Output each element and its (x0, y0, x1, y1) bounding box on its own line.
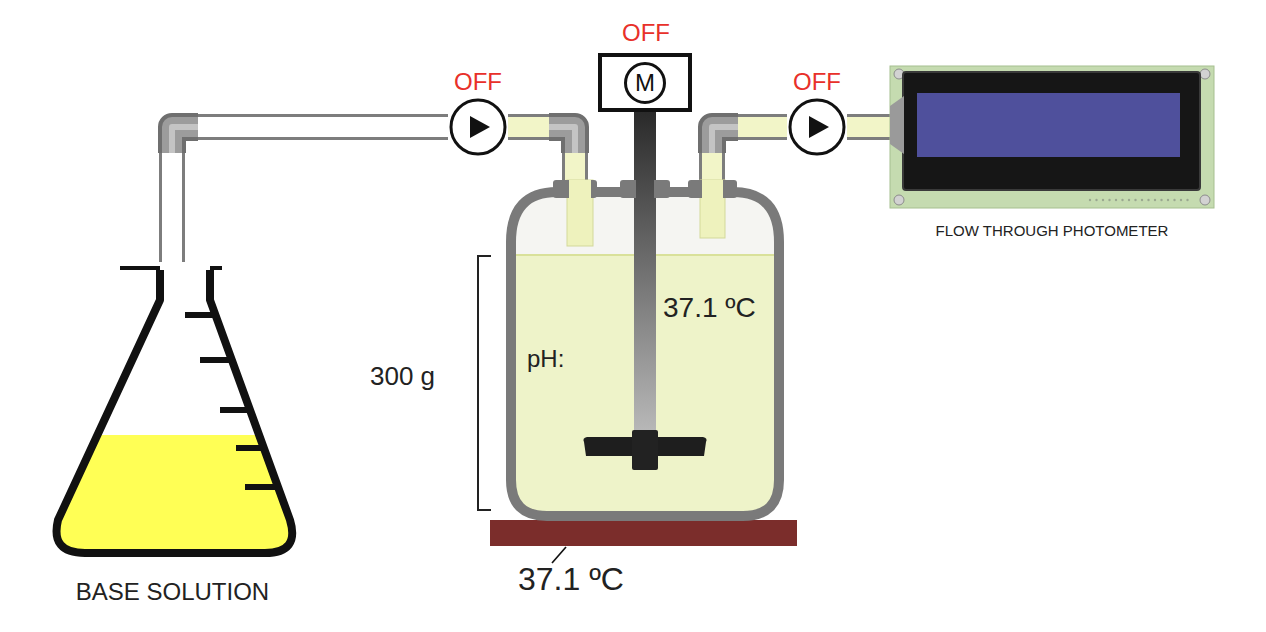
mount-hole (1200, 195, 1210, 205)
graduation-mark (236, 445, 264, 451)
pipe-wall (712, 127, 787, 180)
graduation-mark (220, 407, 250, 413)
flask: BASE SOLUTION (40, 262, 305, 612)
pin-dot (1089, 199, 1091, 201)
stirrer-shaft (634, 180, 656, 470)
pin-dot (1141, 199, 1143, 201)
pump: OFF (787, 66, 847, 156)
display-frame (903, 72, 1200, 190)
pin-dot (1186, 199, 1188, 201)
stirrer-motor: OFF M (596, 14, 696, 114)
reaction-vessel: 37.1 ºC pH: (505, 180, 785, 522)
pin-dot (1108, 199, 1110, 201)
inlet-port (890, 96, 904, 154)
outlet-tube (700, 180, 725, 238)
pipe-elbow (712, 127, 738, 153)
photometer-label: FLOW THROUGH PHOTOMETER (890, 222, 1214, 239)
pipe-wall (508, 127, 575, 180)
status-label: OFF (448, 68, 508, 96)
heater-temperature: 37.1 ºC (518, 561, 624, 598)
pump-arrow (470, 116, 490, 138)
flask-label: BASE SOLUTION (40, 578, 305, 606)
mass-label: 300 g (370, 362, 435, 392)
pipe-elbow (172, 127, 198, 153)
pin-dot (1160, 199, 1162, 201)
photometer: FLOW THROUGH PHOTOMETER (890, 66, 1214, 246)
vessel-port (688, 180, 737, 198)
pipe-wall (172, 127, 448, 262)
inlet-tube (569, 180, 591, 198)
outlet-tube (702, 180, 723, 198)
stirrer-shaft (634, 112, 656, 184)
pipe-wall (847, 114, 890, 140)
circuit-board (890, 66, 1214, 208)
flask-outline (40, 262, 305, 562)
status-label: OFF (596, 19, 696, 47)
mount-hole (894, 195, 904, 205)
pump: OFF (448, 66, 508, 156)
pipe-elbow (172, 127, 198, 153)
pin-dot (1115, 199, 1117, 201)
pin-dot (1180, 199, 1182, 201)
impeller-hub (632, 430, 658, 470)
graduation-mark (200, 357, 232, 363)
pin-dot (1173, 199, 1175, 201)
pin-dot (1128, 199, 1130, 201)
flask-wall (57, 270, 293, 553)
mass-bracket (478, 256, 491, 510)
pipe-connector (172, 127, 448, 262)
pipe-connector (712, 127, 787, 180)
pipe-connector (508, 127, 575, 180)
pump-body (790, 100, 844, 154)
stirrer-shaft (636, 180, 654, 198)
mount-hole (1200, 69, 1210, 79)
pin-dot (1095, 199, 1097, 201)
status-label: OFF (787, 68, 847, 96)
pipe-bore (847, 117, 890, 137)
vessel-port (620, 180, 670, 198)
temperature-reading: 37.1 ºC (663, 292, 756, 324)
pipe-elbow-shine (172, 127, 198, 153)
graduation-mark (185, 312, 215, 318)
pin-dot (1154, 199, 1156, 201)
ph-reading: pH: (527, 345, 564, 373)
pipe-bore (172, 127, 448, 262)
leader-line (552, 547, 566, 563)
vessel-wall (511, 192, 779, 516)
pipe-elbow-shine (549, 127, 575, 153)
pin-dot (1121, 199, 1123, 201)
pipe-elbow (549, 127, 575, 153)
pump-arrow (809, 116, 829, 138)
pipe-bore (712, 127, 787, 180)
pipe-bore (508, 127, 575, 180)
flask-lip (120, 266, 222, 270)
pipe-connector (847, 127, 890, 128)
photometer-body (890, 66, 1214, 208)
pipe-elbow-shine (712, 127, 738, 153)
pin-dot (1134, 199, 1136, 201)
pin-dot (1147, 199, 1149, 201)
pipe-elbow (712, 127, 738, 153)
pump-body (451, 100, 505, 154)
pin-dot (1102, 199, 1104, 201)
vessel-port (553, 180, 597, 198)
motor-letter: M (625, 69, 665, 97)
graduation-mark (245, 484, 278, 490)
pin-dot (1167, 199, 1169, 201)
heater-plate (490, 520, 797, 546)
display-screen (917, 93, 1180, 157)
inlet-tube (567, 180, 593, 246)
pipe-elbow (549, 127, 575, 153)
